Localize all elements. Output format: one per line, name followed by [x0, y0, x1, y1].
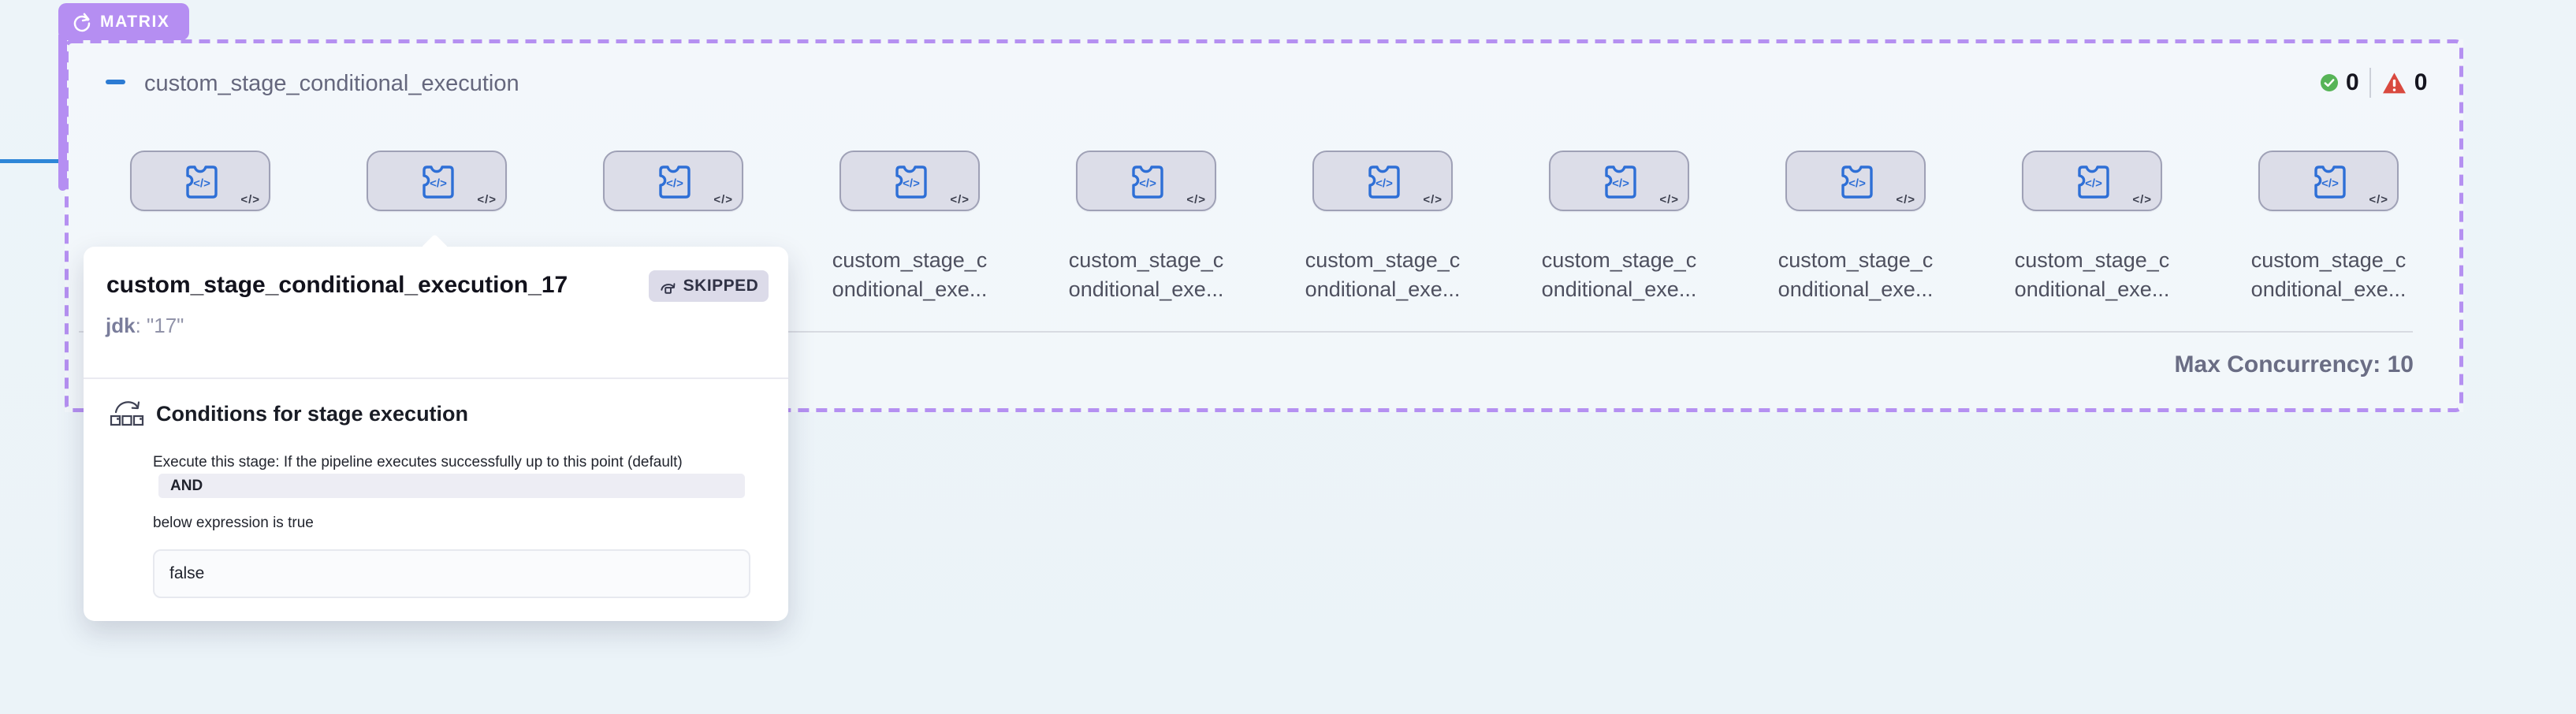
svg-text:</>: </>	[1375, 177, 1393, 190]
svg-text:</>: </>	[1848, 177, 1866, 190]
custom-stage-puzzle-icon: </>	[186, 165, 218, 199]
custom-stage-puzzle-icon: </>	[1841, 165, 1873, 199]
status-badge: SKIPPED	[649, 270, 769, 302]
conditions-description: Execute this stage: If the pipeline exec…	[153, 454, 683, 470]
variable-value: : "17"	[135, 314, 184, 337]
custom-stage-puzzle-icon: </>	[895, 165, 927, 199]
stage-card[interactable]: </> </>	[1076, 151, 1216, 211]
stage-card[interactable]: </> </>	[603, 151, 743, 211]
code-glyph: </>	[950, 193, 970, 206]
error-warning-icon	[2382, 72, 2406, 93]
stage-card[interactable]: </> </>	[2258, 151, 2399, 211]
operator-chip: AND	[158, 474, 745, 498]
custom-stage-puzzle-icon: </>	[423, 165, 454, 199]
code-glyph: </>	[1659, 193, 1679, 206]
expression-note: below expression is true	[153, 515, 314, 531]
tooltip-divider	[84, 377, 788, 379]
code-glyph: </>	[240, 193, 260, 206]
status-counts: 0 0	[2320, 67, 2427, 99]
conditional-execution-icon	[110, 401, 144, 426]
code-glyph: </>	[1423, 193, 1442, 206]
expression-value-box: false	[153, 549, 750, 598]
matrix-badge: MATRIX	[58, 3, 189, 40]
custom-stage-puzzle-icon: </>	[1605, 165, 1636, 199]
stage-card[interactable]: </> </>	[130, 151, 270, 211]
svg-text:</>: </>	[2085, 177, 2102, 190]
stage-card[interactable]: </> </>	[1785, 151, 1926, 211]
success-check-icon	[2321, 74, 2338, 91]
stage-card-hovered[interactable]: </> </>	[367, 151, 507, 211]
footer-separator	[79, 331, 2413, 333]
matrix-badge-label: MATRIX	[100, 12, 170, 31]
stage-tooltip: custom_stage_conditional_execution_17 SK…	[84, 233, 788, 621]
conditions-heading: Conditions for stage execution	[156, 402, 469, 426]
tooltip-stage-title: custom_stage_conditional_execution_17	[106, 272, 568, 298]
skipped-icon	[661, 282, 676, 294]
svg-text:</>: </>	[193, 177, 210, 190]
max-concurrency-label: Max Concurrency: 10	[2174, 351, 2414, 377]
success-count: 0	[2346, 69, 2359, 95]
failed-count: 0	[2414, 69, 2428, 95]
code-glyph: </>	[1186, 193, 1206, 206]
status-badge-label: SKIPPED	[683, 277, 759, 295]
matrix-badge-tail	[58, 35, 67, 191]
matrix-group-title: custom_stage_conditional_execution	[144, 71, 519, 96]
custom-stage-puzzle-icon: </>	[659, 165, 691, 199]
svg-text:</>: </>	[1139, 177, 1156, 190]
collapse-minus-button[interactable]	[106, 80, 125, 84]
svg-text:</>: </>	[430, 177, 447, 190]
code-glyph: </>	[713, 193, 733, 206]
status-divider	[2369, 68, 2371, 98]
code-glyph: </>	[477, 193, 497, 206]
svg-text:</>: </>	[666, 177, 683, 190]
stage-card[interactable]: </> </>	[1549, 151, 1689, 211]
stage-card[interactable]: </> </>	[1312, 151, 1453, 211]
svg-text:</>: </>	[1612, 177, 1629, 190]
variable-name: jdk	[106, 314, 136, 337]
code-glyph: </>	[2132, 193, 2152, 206]
code-glyph: </>	[1896, 193, 1915, 206]
custom-stage-puzzle-icon: </>	[2078, 165, 2109, 199]
loop-icon	[73, 13, 91, 32]
stage-card[interactable]: </> </>	[839, 151, 980, 211]
custom-stage-puzzle-icon: </>	[2314, 165, 2346, 199]
code-glyph: </>	[2369, 193, 2388, 206]
svg-text:</>: </>	[903, 177, 920, 190]
stage-card[interactable]: </> </>	[2022, 151, 2162, 211]
matrix-variable-row: jdk: "17"	[106, 314, 184, 338]
pipeline-connector-line	[0, 159, 61, 163]
svg-text:</>: </>	[2321, 177, 2339, 190]
custom-stage-puzzle-icon: </>	[1368, 165, 1400, 199]
custom-stage-puzzle-icon: </>	[1132, 165, 1163, 199]
